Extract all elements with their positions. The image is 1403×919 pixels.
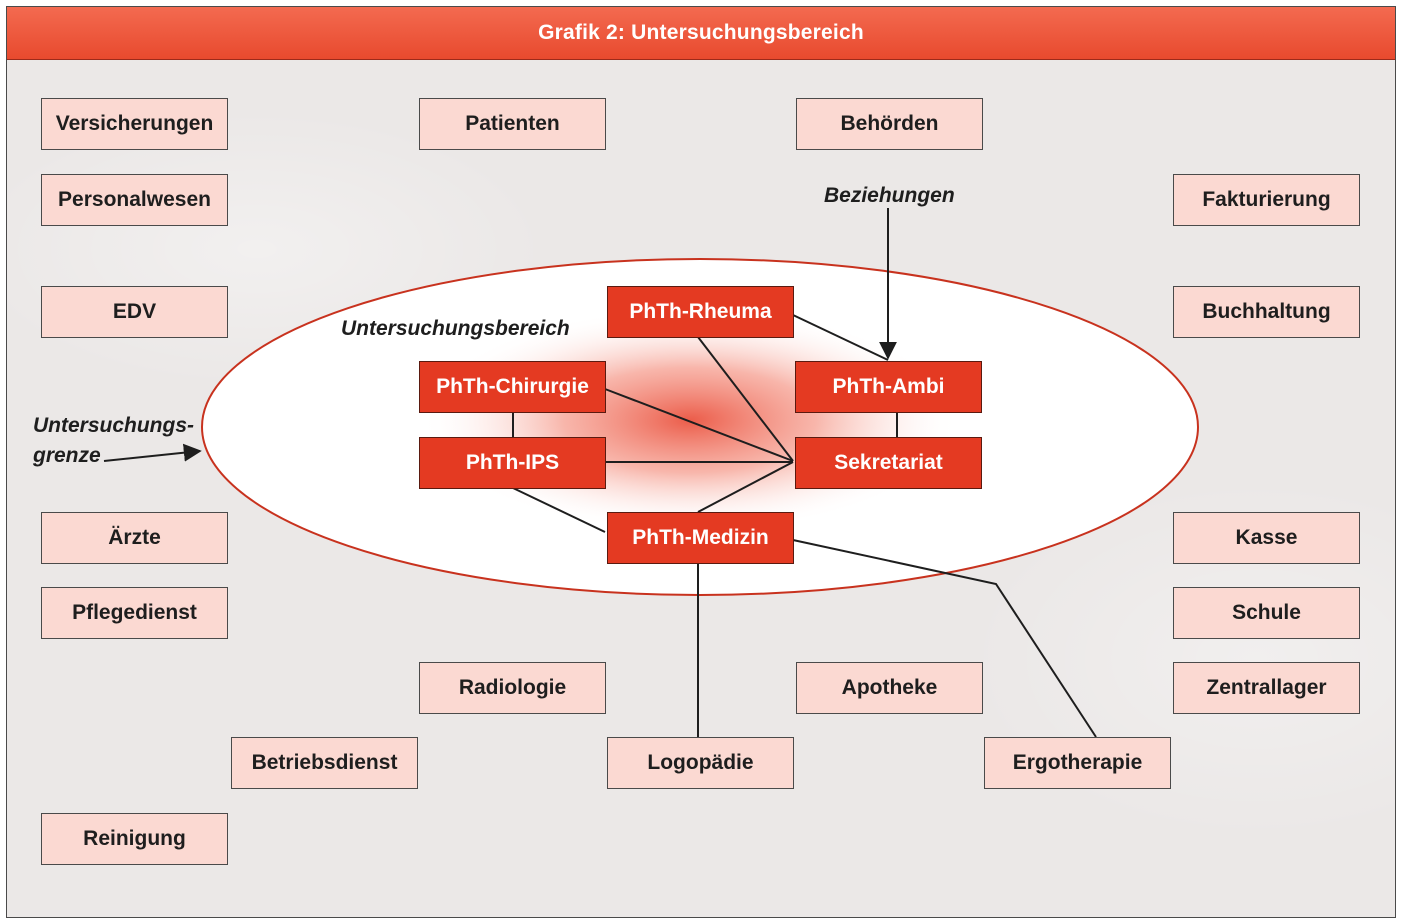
node-ergotherapie: Ergotherapie (984, 737, 1171, 789)
node-phth-rheuma: PhTh-Rheuma (607, 286, 794, 338)
node-logopaedie: Logopädie (607, 737, 794, 789)
node-schule: Schule (1173, 587, 1360, 639)
relations-label: Beziehungen (824, 184, 955, 207)
edge-ips-medizin (512, 487, 606, 533)
edge-medizin-sekretariat (697, 461, 794, 513)
edge-rheuma-sekretariat (697, 336, 794, 462)
node-fakturierung: Fakturierung (1173, 174, 1360, 226)
relations (512, 314, 1097, 738)
diagram-title: Grafik 2: Untersuchungsbereich (7, 7, 1395, 60)
edge-medizin-ergotherapie (792, 539, 1097, 738)
node-aerzte: Ärzte (41, 512, 228, 564)
node-phth-chirurgie: PhTh-Chirurgie (419, 361, 606, 413)
study-area-label: Untersuchungsbereich (341, 317, 570, 340)
edge-rheuma-ambi (792, 314, 889, 361)
node-phth-ips: PhTh-IPS (419, 437, 606, 489)
node-betriebsdienst: Betriebsdienst (231, 737, 418, 789)
node-apotheke: Apotheke (796, 662, 983, 714)
study-area-glow (330, 270, 1050, 570)
node-sekretariat: Sekretariat (795, 437, 982, 489)
node-zentrallager: Zentrallager (1173, 662, 1360, 714)
node-phth-medizin: PhTh-Medizin (607, 512, 794, 564)
node-behoerden: Behörden (796, 98, 983, 150)
node-radiologie: Radiologie (419, 662, 606, 714)
boundary-label-line2: grenze (33, 444, 101, 467)
node-phth-ambi: PhTh-Ambi (795, 361, 982, 413)
node-pflegedienst: Pflegedienst (41, 587, 228, 639)
node-personalwesen: Personalwesen (41, 174, 228, 226)
node-reinigung: Reinigung (41, 813, 228, 865)
edge-chirurgie-sekretariat (604, 388, 794, 462)
node-kasse: Kasse (1173, 512, 1360, 564)
node-buchhaltung: Buchhaltung (1173, 286, 1360, 338)
node-versicherungen: Versicherungen (41, 98, 228, 150)
node-edv: EDV (41, 286, 228, 338)
boundary-arrow (103, 443, 202, 462)
boundary-label-line1: Untersuchungs- (33, 414, 195, 437)
node-patienten: Patienten (419, 98, 606, 150)
